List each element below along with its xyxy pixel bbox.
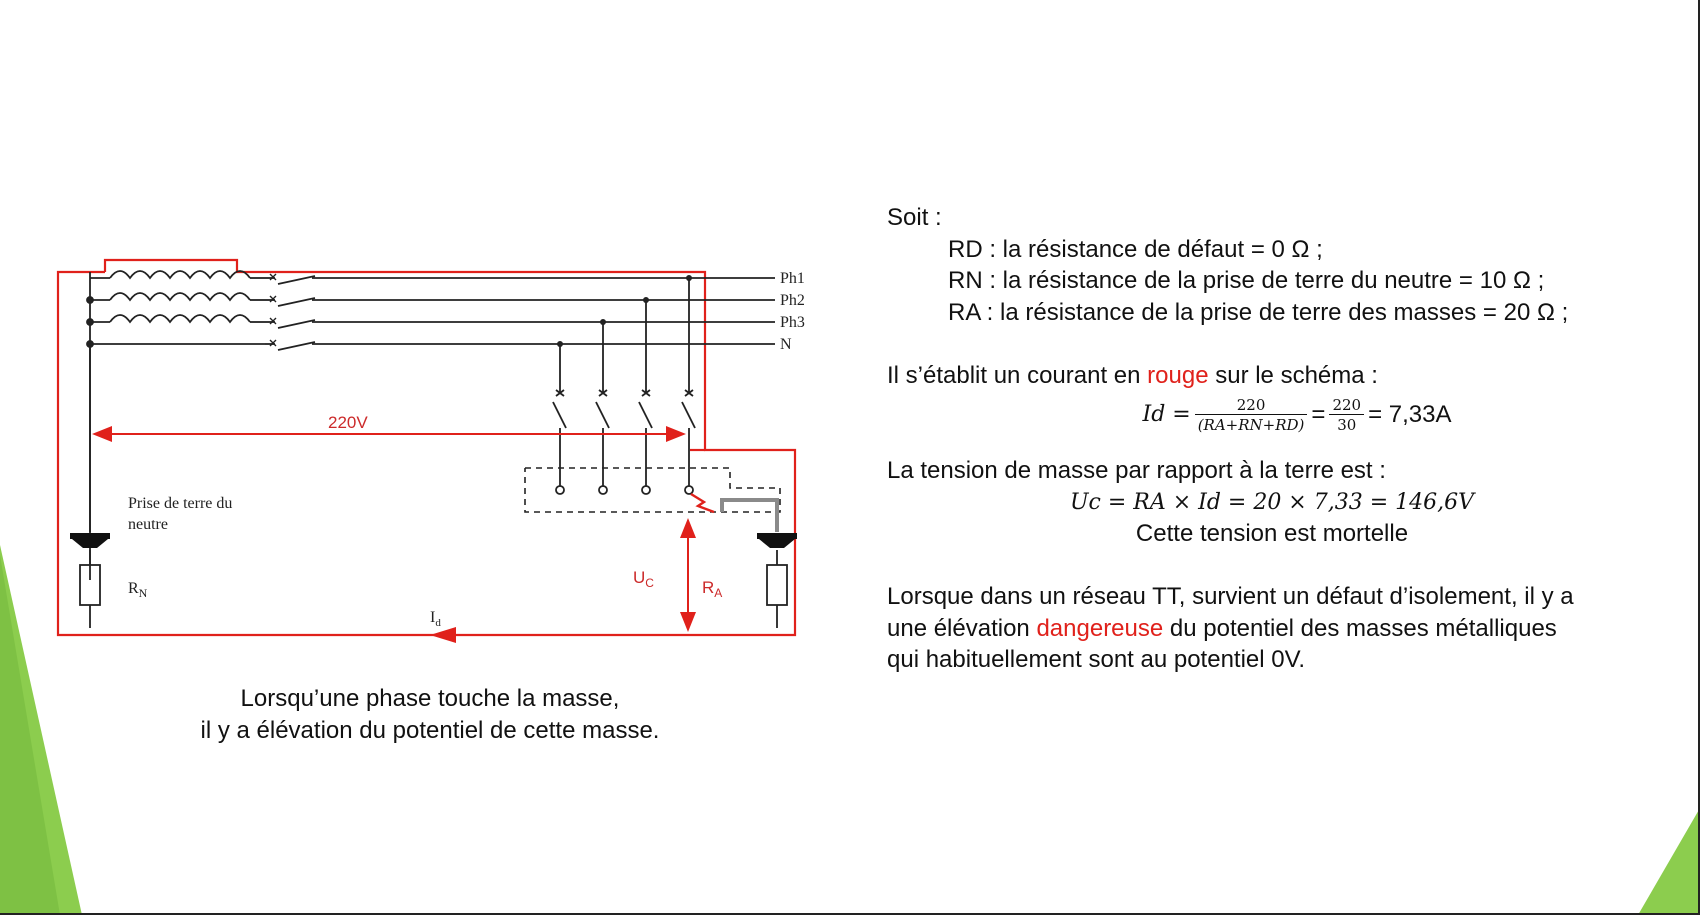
- id-formula-lhs: Id =: [1142, 402, 1191, 428]
- caption-line-2: il y a élévation du potentiel de cette m…: [200, 717, 660, 744]
- right-green-wedge: [1638, 808, 1700, 915]
- explanation-text: Soit : RD : la résistance de défaut = 0 …: [887, 202, 1677, 676]
- neutral-earth-label-2: neutre: [128, 516, 168, 533]
- paragraph-line-1: Lorsque dans un réseau TT, survient un d…: [887, 583, 1574, 610]
- paragraph-line-2: une élévation dangereuse du potentiel de…: [887, 613, 1677, 645]
- p2-post: du potentiel des masses métalliques: [1163, 614, 1557, 642]
- voltage-arrow: [92, 426, 686, 442]
- id-arrow: [430, 627, 456, 643]
- neutral-earth: [79, 344, 101, 628]
- spacer: [887, 328, 1677, 360]
- left-green-wedge-shadow: [0, 555, 60, 915]
- ra-label: RA: [702, 578, 722, 600]
- soit-heading: Soit :: [887, 204, 942, 231]
- spacer: [887, 439, 1677, 455]
- ra-definition: RA : la résistance de la prise de terre …: [948, 298, 1569, 326]
- tt-circuit-diagram: Ph1 Ph2 Ph3 N: [56, 258, 805, 643]
- label-ph2: Ph2: [780, 292, 805, 309]
- id-fraction-2-num: 220: [1329, 396, 1365, 415]
- current-post: sur le schéma :: [1208, 361, 1378, 389]
- label-n: N: [780, 336, 792, 353]
- current-red-word: rouge: [1147, 361, 1209, 389]
- mortelle-sentence: Cette tension est mortelle: [1135, 520, 1409, 547]
- voltage-label: 220V: [328, 413, 368, 432]
- fault-spark: [690, 492, 715, 514]
- id-fraction-1-num: 220: [1194, 396, 1308, 415]
- label-ph3: Ph3: [780, 314, 805, 331]
- rn-definition: RN : la résistance de la prise de terre …: [948, 267, 1545, 294]
- neutral-earth-label-1: Prise de terre du: [128, 495, 232, 512]
- fault-current-loop: [56, 258, 797, 637]
- id-fraction-1: 220(RA+RN+RD): [1194, 396, 1308, 435]
- slide-bottom-border: [0, 913, 1700, 915]
- id-fraction-1-den: (RA+RN+RD): [1197, 415, 1305, 434]
- tension-intro: La tension de masse par rapport à la ter…: [887, 457, 1386, 484]
- uc-arrow: [680, 518, 696, 632]
- id-label: Id: [430, 609, 441, 629]
- neutral-earth-symbol: [70, 533, 110, 548]
- rn-label: RN: [128, 580, 148, 600]
- id-formula-eq: =: [1311, 401, 1326, 429]
- p2-red-word: dangereuse: [1036, 614, 1164, 642]
- device-enclosure: [524, 467, 781, 513]
- device-branches: [552, 278, 696, 495]
- paragraph-line-3: qui habituellement sont au potentiel 0V.: [887, 646, 1306, 673]
- uc-label: UC: [633, 568, 654, 590]
- current-sentence: Il s’établit un courant en rouge sur le …: [887, 360, 1677, 392]
- p2-pre: une élévation: [887, 614, 1037, 642]
- uc-formula: Uc = RA × Id = 20 × 7,33 = 146,6V: [1069, 489, 1475, 515]
- mass-earth: [766, 550, 788, 628]
- spacer: [887, 550, 1677, 582]
- slide-right-border: [1698, 0, 1700, 915]
- transformer-windings: [86, 270, 265, 580]
- n-junction: [557, 341, 563, 347]
- mass-earth-symbol: [757, 533, 797, 548]
- caption-line-1: Lorsqu’une phase touche la masse,: [240, 685, 620, 712]
- mass-earth-conductor: [720, 498, 779, 532]
- ph1-junction: [686, 275, 692, 281]
- diagram-caption: Lorsqu’une phase touche la masse, il y a…: [110, 683, 750, 747]
- id-fraction-2-den: 30: [1337, 415, 1357, 434]
- label-ph1: Ph1: [780, 270, 805, 287]
- ph3-junction: [600, 319, 606, 325]
- ph2-junction: [643, 297, 649, 303]
- distribution-lines: [265, 275, 775, 351]
- rd-definition: RD : la résistance de défaut = 0 Ω ;: [948, 235, 1323, 263]
- id-formula-result: = 7,33A: [1368, 401, 1452, 429]
- switch-crosses: [269, 273, 277, 347]
- current-pre: Il s’établit un courant en: [887, 361, 1148, 389]
